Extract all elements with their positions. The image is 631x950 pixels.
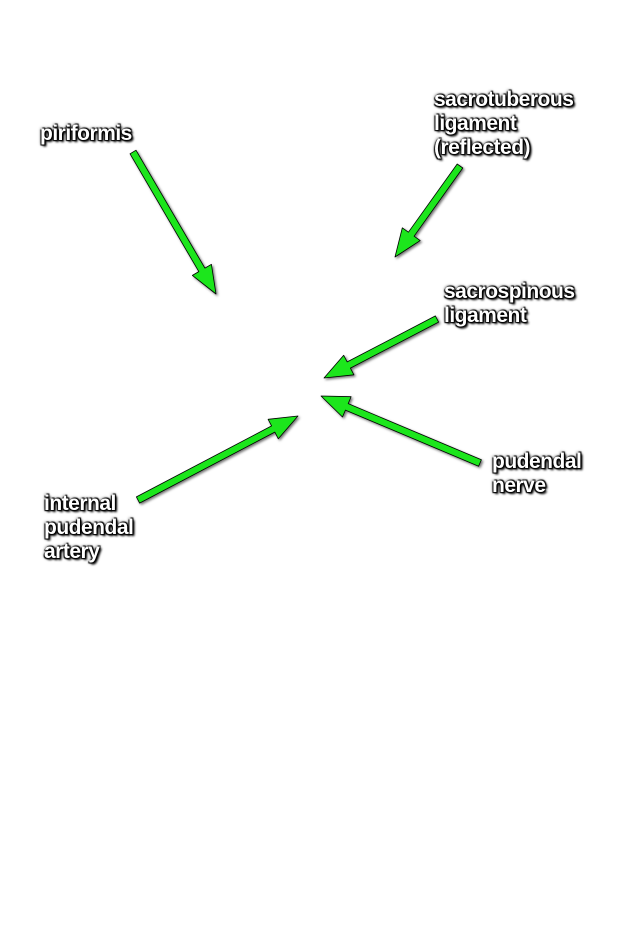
label-line: piriformis xyxy=(40,122,132,145)
label-sacrotuberous-ligament: sacrotuberous ligament (reflected) xyxy=(434,88,574,160)
label-piriformis: piriformis xyxy=(40,122,132,146)
label-line: artery xyxy=(44,540,100,563)
arrow-sacrospinous-ligament xyxy=(323,315,440,379)
arrow-internal-pudendal-artery xyxy=(135,415,299,504)
label-pudendal-nerve: pudendal nerve xyxy=(492,450,582,498)
label-line: pudendal xyxy=(44,516,134,539)
label-internal-pudendal-artery: internal pudendal artery xyxy=(44,492,134,564)
arrow-sacrotuberous-ligament xyxy=(394,163,464,258)
label-sacrospinous-ligament: sacrospinous ligament xyxy=(444,280,575,328)
arrow-group xyxy=(129,149,482,504)
label-line: ligament xyxy=(434,112,517,135)
label-line: nerve xyxy=(492,474,546,497)
arrow-pudendal-nerve xyxy=(320,395,482,467)
label-line: sacrospinous xyxy=(444,280,575,303)
label-line: (reflected) xyxy=(434,136,531,159)
label-line: pudendal xyxy=(492,450,582,473)
arrow-piriformis xyxy=(129,149,217,295)
label-line: internal xyxy=(44,492,116,515)
label-line: ligament xyxy=(444,304,527,327)
label-line: sacrotuberous xyxy=(434,88,574,111)
